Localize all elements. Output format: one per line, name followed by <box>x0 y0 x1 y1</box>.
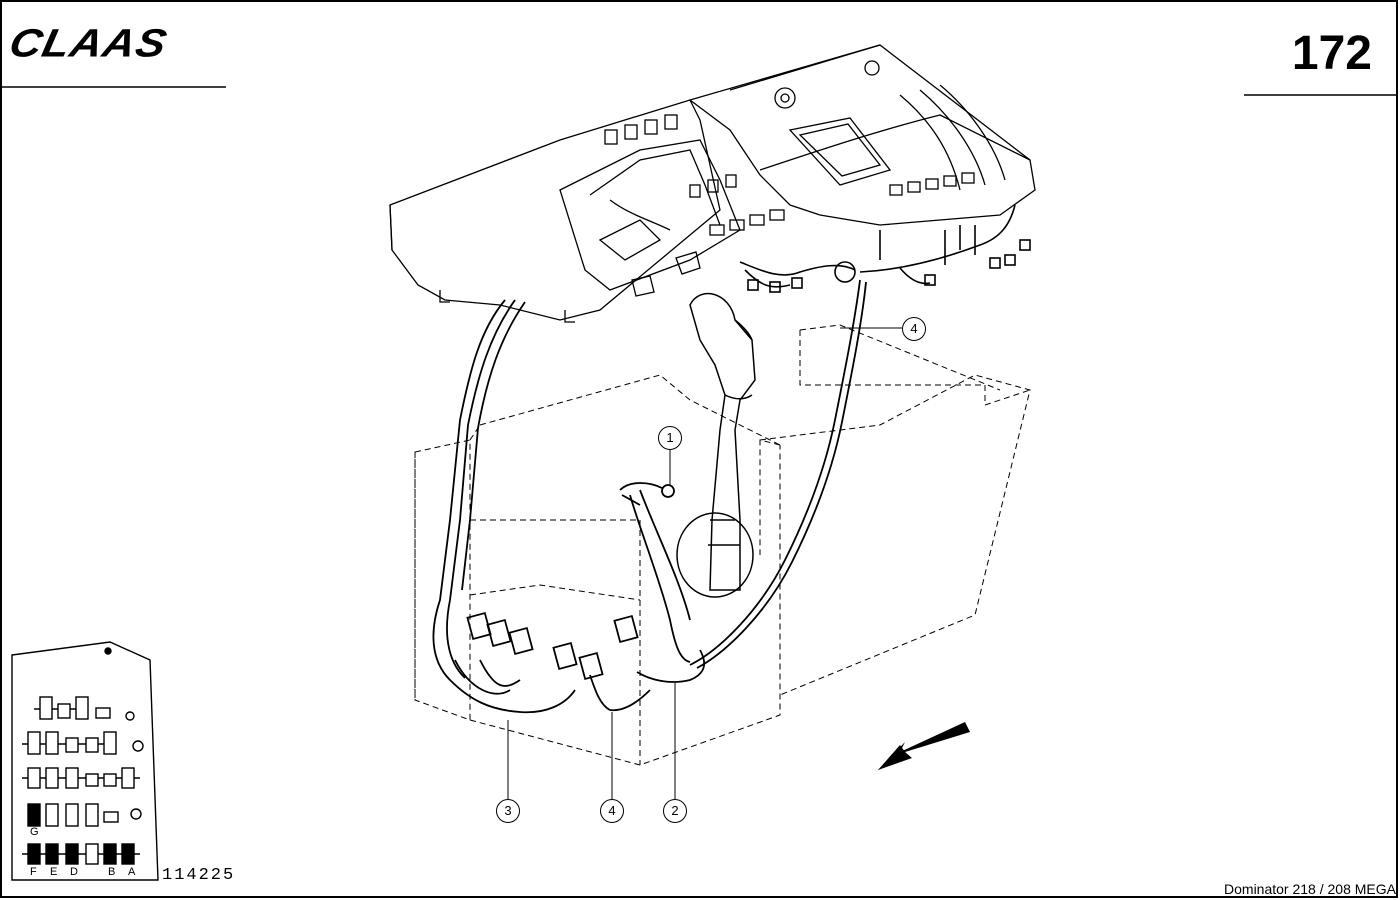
callout-1: 1 <box>658 426 682 450</box>
callout-2: 2 <box>663 799 687 823</box>
callout-4-lower-label: 4 <box>608 803 616 818</box>
callout-1-label: 1 <box>666 430 674 445</box>
direction-arrow-icon <box>878 722 970 770</box>
callout-4-upper: 4 <box>902 317 926 341</box>
fuse-letter-b: B <box>108 866 116 878</box>
callout-4-lower: 4 <box>600 799 624 823</box>
page-number: 172 <box>1291 27 1372 80</box>
fuse-letter-f: F <box>30 866 37 878</box>
dashboard-console <box>389 44 1036 323</box>
fuse-letter-e: E <box>50 866 58 878</box>
model-label: Dominator 218 / 208 MEGA <box>1224 881 1396 897</box>
fuse-panel-inset <box>11 641 159 881</box>
cab-floor-outline <box>414 324 1031 766</box>
fuse-letter-d: D <box>70 866 78 878</box>
callout-2-label: 2 <box>671 803 679 818</box>
harness-main <box>432 279 867 714</box>
callout-3-label: 3 <box>504 803 512 818</box>
callout-4-upper-label: 4 <box>910 321 918 336</box>
fuse-letter-a: A <box>128 866 136 878</box>
drive-lever <box>676 292 756 598</box>
drawing-number: 114225 <box>162 866 236 885</box>
dash-harness <box>739 204 1031 293</box>
callout-leaders <box>507 327 902 800</box>
callout-3: 3 <box>496 799 520 823</box>
fuse-row-letter-g: G <box>30 826 39 838</box>
claas-logo: CLAAS <box>5 21 172 66</box>
